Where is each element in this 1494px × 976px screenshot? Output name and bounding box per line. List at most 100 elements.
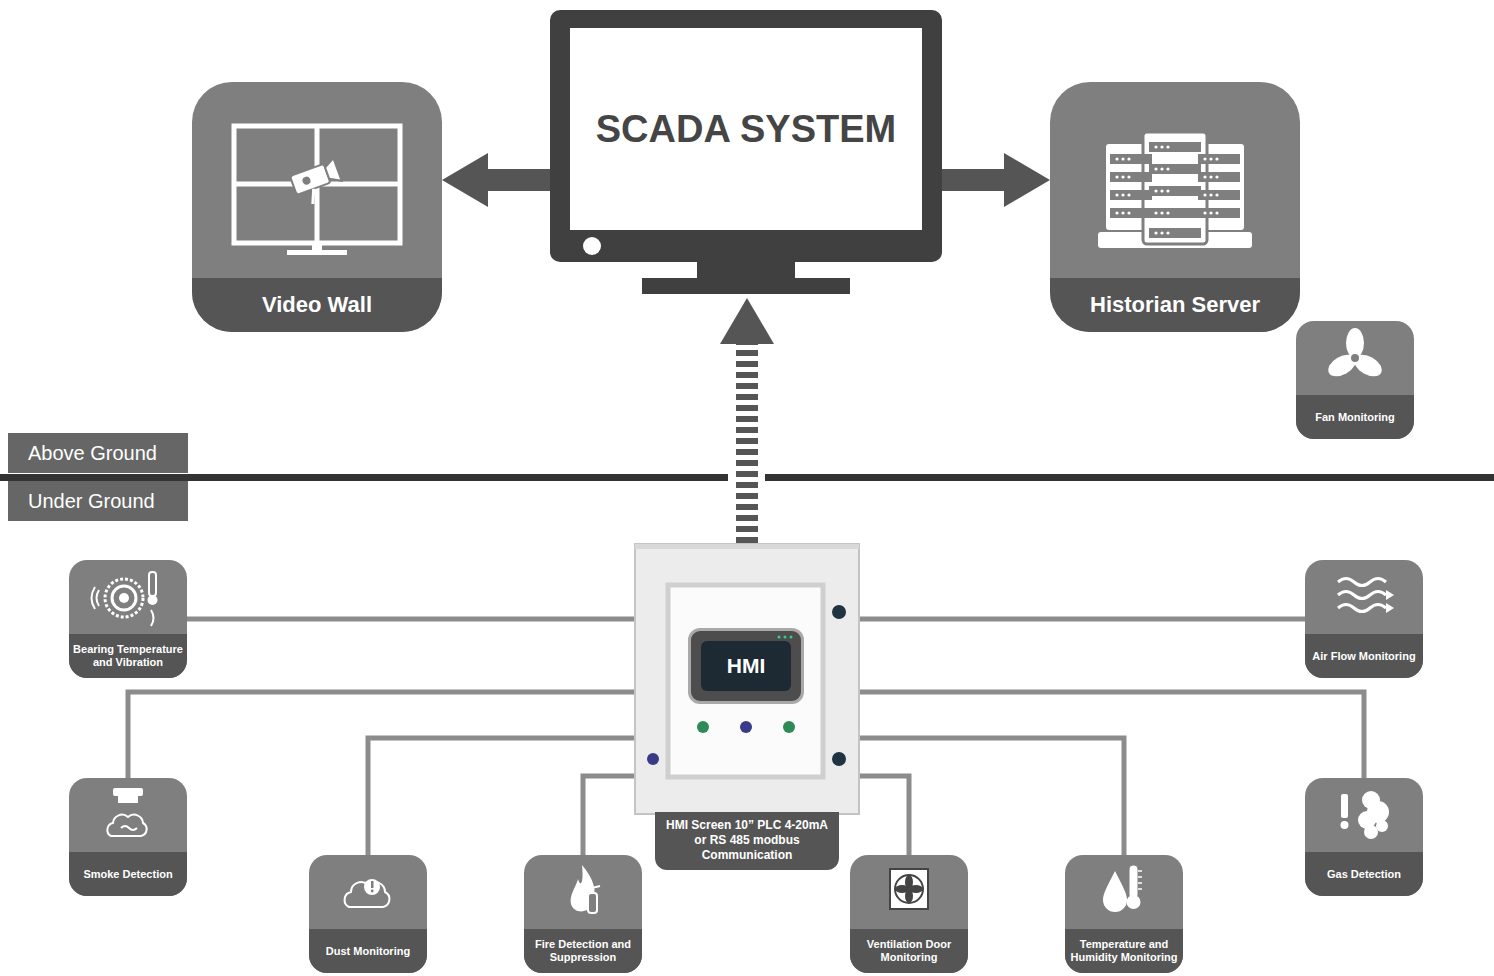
node-label: Above Ground [28, 442, 157, 465]
icon-part [740, 721, 752, 733]
server-led [1203, 175, 1206, 178]
icon-part [105, 579, 143, 617]
icon-part [1351, 350, 1386, 381]
server-led [1215, 157, 1218, 160]
server-led [1209, 175, 1212, 178]
node-label: Video Wall [262, 292, 372, 318]
server-led [1154, 145, 1157, 148]
sensor-tile: Temperature and Humidity Monitoring [1065, 855, 1183, 973]
server-led [1121, 211, 1124, 214]
icon-part [234, 126, 400, 243]
label-area: Dust Monitoring [309, 929, 427, 973]
icon-part [895, 875, 923, 903]
server-led [1166, 231, 1169, 234]
level-tab: Above Ground [8, 433, 188, 473]
icon-part [895, 885, 909, 893]
icon-part [784, 636, 787, 639]
server-led [1127, 157, 1130, 160]
icon-part [783, 721, 795, 733]
icon-part [151, 610, 154, 626]
flow-arrow [942, 169, 1004, 191]
server-led [1209, 193, 1212, 196]
server-led [1215, 211, 1218, 214]
server-led [1154, 189, 1157, 192]
server-slot [1149, 228, 1201, 238]
icon-part [583, 237, 601, 255]
server-led [1203, 211, 1206, 214]
icon-part [1338, 605, 1386, 612]
icon-part [1386, 603, 1394, 613]
node-label: HMI Screen 10” PLC 4-20mA or RS 485 modb… [661, 818, 833, 863]
icon-part [647, 753, 659, 765]
icon-part [1127, 895, 1141, 909]
icon-part [832, 752, 846, 766]
label-area: Video Wall [192, 278, 442, 332]
icon-part [1341, 794, 1348, 818]
icon-part [119, 593, 129, 603]
signal-wire [860, 617, 1305, 622]
node-label: SCADA SYSTEM [596, 108, 897, 151]
system-tile: Historian Server [1050, 82, 1300, 332]
node-label: Historian Server [1090, 292, 1260, 318]
sensor-tile: Smoke Detection [69, 778, 187, 896]
sensor-tile: Ventilation Door Monitoring [850, 855, 968, 973]
icon-part [113, 788, 143, 796]
icon-part [635, 544, 859, 549]
node-label: Temperature and Humidity Monitoring [1069, 938, 1179, 964]
label-area: Ventilation Door Monitoring [850, 929, 968, 973]
icon-part [92, 587, 100, 609]
server-slot [1110, 154, 1152, 164]
label-area: Smoke Detection [69, 852, 187, 896]
node-label: Air Flow Monitoring [1309, 650, 1419, 663]
label-area: Historian Server [1050, 278, 1300, 332]
server-led [1215, 175, 1218, 178]
label-area: Fan Monitoring [1296, 395, 1414, 439]
ground-line [0, 474, 728, 481]
icon-part [635, 544, 859, 814]
signal-wire [128, 692, 634, 778]
server-led [1160, 189, 1163, 192]
node-label: Smoke Detection [73, 868, 183, 881]
label-area: Air Flow Monitoring [1305, 634, 1423, 678]
icon-part [312, 243, 322, 251]
label-area: Bearing Temperature and Vibration [69, 634, 187, 678]
icon-part [778, 636, 781, 639]
server-slot [1110, 190, 1152, 200]
icon-part [588, 893, 597, 913]
icon-part [668, 585, 823, 777]
server-slot [1149, 142, 1201, 152]
ground-line [765, 474, 1494, 481]
label-area: Fire Detection and Suppression [524, 929, 642, 973]
signal-wire [187, 617, 634, 622]
icon-part [107, 815, 146, 836]
plc-cabinet: HMI Screen 10” PLC 4-20mA or RS 485 modb… [634, 543, 860, 870]
sensor-tile: Gas Detection [1305, 778, 1423, 896]
level-tab: Under Ground [8, 481, 188, 521]
server-led [1154, 167, 1157, 170]
server-led [1160, 167, 1163, 170]
icon-part [1386, 590, 1394, 600]
sensor-tile: Air Flow Monitoring [1305, 560, 1423, 678]
server-led [1215, 193, 1218, 196]
node-label: Gas Detection [1309, 868, 1419, 881]
icon-part [1338, 579, 1386, 586]
icon-part [550, 10, 942, 262]
icon-part [148, 595, 158, 605]
server-slot [1149, 208, 1201, 218]
icon-part [371, 890, 374, 893]
server-led [1154, 211, 1157, 214]
label-area: SCADA SYSTEM [570, 28, 922, 230]
icon-part [1341, 821, 1349, 829]
server-led [1209, 211, 1212, 214]
signal-wire [583, 776, 634, 855]
server-led [1121, 157, 1124, 160]
server-slot [1149, 186, 1201, 196]
icon-part [112, 586, 136, 610]
server-led [1127, 175, 1130, 178]
node-label: Bearing Temperature and Vibration [73, 643, 183, 669]
server-led [1160, 145, 1163, 148]
server-led [1121, 193, 1124, 196]
node-illustration [550, 10, 942, 298]
node-label: HMI [727, 654, 766, 678]
server-led [1115, 211, 1118, 214]
